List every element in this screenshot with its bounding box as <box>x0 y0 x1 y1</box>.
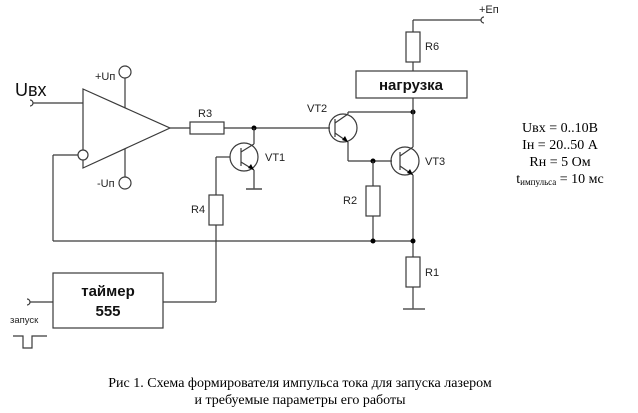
vt3-label: VT3 <box>425 156 445 168</box>
transistor-vt3 <box>390 146 420 176</box>
timer-label-line1: таймер <box>81 283 135 300</box>
r1-label: R1 <box>425 267 439 279</box>
plus-supply-terminal <box>118 65 132 79</box>
inverting-input-bubble <box>77 149 89 161</box>
r3-label: R3 <box>198 108 212 120</box>
power-label: +Eп <box>479 4 499 16</box>
transistor-vt1 <box>229 142 259 172</box>
resistor-r1 <box>405 256 421 288</box>
trigger-label: запуск <box>10 315 39 326</box>
minus-supply-terminal <box>118 176 132 190</box>
transistor-vt2 <box>328 113 358 143</box>
vt3-collector <box>399 146 414 157</box>
junction-dot <box>410 238 416 244</box>
parameters-block: Uвх = 0..10В Iн = 20..50 А Rн = 5 Ом tим… <box>490 120 630 191</box>
vt1-label: VT1 <box>265 152 285 164</box>
plus-supply-label: +Uп <box>95 71 115 83</box>
input-label: Uвх <box>15 80 47 100</box>
op-amp <box>82 88 172 169</box>
r4-label: R4 <box>191 204 205 216</box>
r2-label: R2 <box>343 195 357 207</box>
vt1-emitter-arrow <box>248 164 254 170</box>
param-t-pulse-subscript: импульса <box>520 177 557 187</box>
resistor-r6 <box>405 31 421 63</box>
vt3-emitter-arrow <box>407 169 413 175</box>
minus-supply-label: -Uп <box>97 178 115 190</box>
r6-label: R6 <box>425 41 439 53</box>
vt2-label: VT2 <box>307 103 327 115</box>
vt2-collector <box>334 113 349 124</box>
param-t-pulse: tимпульса = 10 мс <box>490 171 630 191</box>
load-label: нагрузка <box>379 77 444 94</box>
caption-line1: Рис 1. Схема формирователя импульса тока… <box>108 376 492 391</box>
param-t-pulse-value: = 10 мс <box>556 172 604 187</box>
trigger-pulse-symbol <box>13 335 47 349</box>
timer-555-block <box>52 272 164 329</box>
vt2-emitter-arrow <box>342 136 348 142</box>
param-i-load: Iн = 20..50 А <box>522 138 598 153</box>
trigger-terminal <box>26 298 31 306</box>
param-u-in: Uвх = 0..10В <box>522 121 598 136</box>
load-block <box>355 70 468 99</box>
caption-line2: и требуемые параметры его работы <box>194 393 406 408</box>
power-terminal <box>480 16 485 24</box>
timer-label-line2: 555 <box>95 303 120 320</box>
input-terminal <box>29 99 34 107</box>
junction-dot <box>370 238 376 244</box>
param-r-load: Rн = 5 Ом <box>529 155 591 170</box>
resistor-r4 <box>208 194 224 226</box>
param-t-pulse-symbol: t <box>516 172 521 187</box>
figure-caption: Рис 1. Схема формирователя импульса тока… <box>40 375 560 409</box>
resistor-r3 <box>189 121 225 135</box>
resistor-r2 <box>365 185 381 217</box>
vt1-collector <box>240 143 255 153</box>
